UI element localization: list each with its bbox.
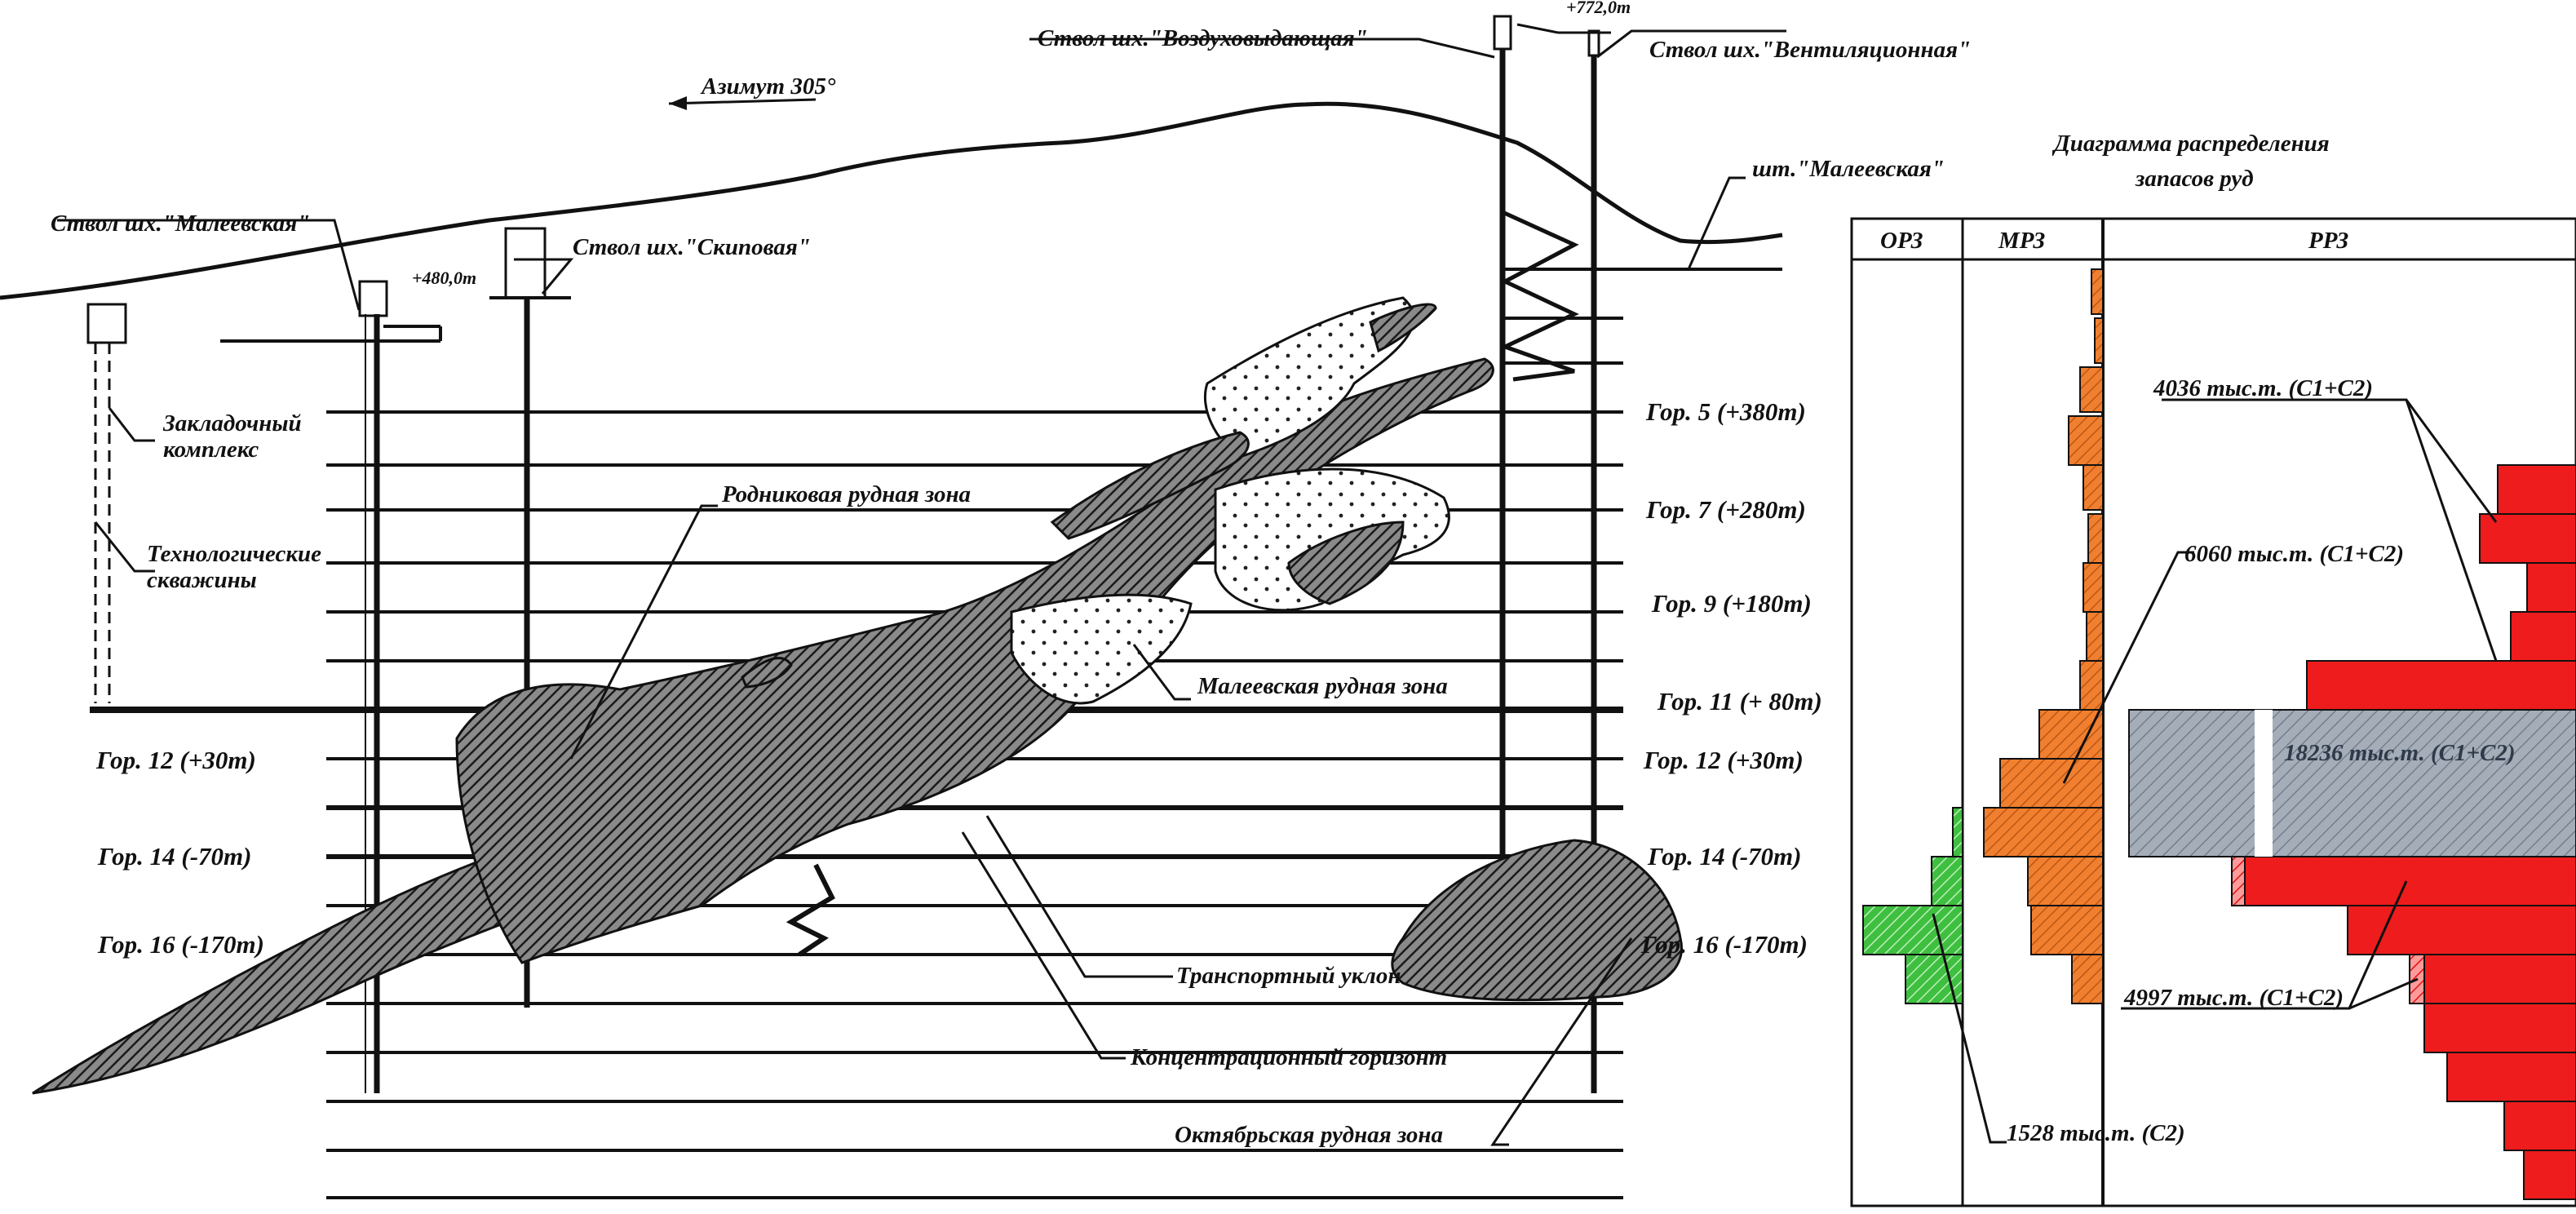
rrz-bar xyxy=(2446,1052,2576,1102)
shaft-ventilation-label: Ствол шх."Вентиляционная" xyxy=(1649,37,1971,63)
zone-oktyabrskaya-label: Октябрьская рудная зона xyxy=(1175,1122,1443,1148)
zone-rodnikovaya-label: Родниковая рудная зона xyxy=(721,481,971,507)
rrz-bar xyxy=(2497,464,2576,515)
section-drawing: Азимут 305° +772,0m +480,0m Ствол шх."Во… xyxy=(0,0,1971,1199)
orz-bar xyxy=(1931,856,1963,906)
reserves-diagram: Диаграмма распределения запасов руд ОРЗ … xyxy=(1850,131,2576,1207)
backfill-label-line1: Закладочный xyxy=(162,410,302,436)
annotation-1528: 1528 тыс.т. (С2) xyxy=(2007,1120,2185,1146)
mrz-bar xyxy=(2094,317,2104,364)
column-header-rrz: РРЗ xyxy=(2308,228,2348,254)
wells-label-line1: Технологические xyxy=(147,541,321,567)
mrz-bar xyxy=(2087,513,2104,564)
mrz-bar xyxy=(2027,856,2104,906)
annotation-4036: 4036 тыс.т. (С1+С2) xyxy=(2153,375,2373,401)
level-label-right: Гор. 9 (+180m) xyxy=(1651,589,1812,618)
mrz-bar xyxy=(1999,758,2104,809)
level-label-left: Гор. 12 (+30m) xyxy=(95,746,256,774)
adit-maleevskaya-label: шт."Малеевская" xyxy=(1752,156,1945,182)
rrz-bar xyxy=(2347,905,2576,955)
rrz-bar xyxy=(2423,1003,2576,1053)
level-label-right: Гор. 5 (+380m) xyxy=(1645,397,1806,426)
azimuth-label: Азимут 305° xyxy=(700,73,836,100)
column-header-orz: ОРЗ xyxy=(1880,228,1923,254)
transport-incline-zigzag xyxy=(786,863,835,957)
backfill-label-line2: комплекс xyxy=(163,436,259,463)
orz-bar xyxy=(1952,807,1963,857)
diagram-title-line2: запасов руд xyxy=(2135,166,2254,192)
level-label-right: Гор. 12 (+30m) xyxy=(1643,746,1804,774)
zone-concentration-label: Концентрационный горизонт xyxy=(1130,1044,1447,1070)
mrz-bar xyxy=(2091,268,2104,315)
mrz-bar xyxy=(2038,709,2104,760)
mrz-bar xyxy=(1983,807,2104,857)
orz-bars xyxy=(1862,807,1963,1004)
zone-transport-label: Транспортный уклон xyxy=(1176,963,1401,989)
elevation-mid-label: +480,0m xyxy=(412,268,476,288)
level-label-right: Гор. 7 (+280m) xyxy=(1645,495,1806,524)
shaft-air-out xyxy=(1493,15,1579,858)
mrz-bar xyxy=(2082,464,2104,511)
mrz-bar xyxy=(2079,366,2104,413)
orz-bar xyxy=(1862,905,1963,955)
annotation-18236: 18236 тыс.т. (С1+С2) xyxy=(2284,740,2516,766)
rrz-bar xyxy=(2510,611,2576,662)
rrz-bar xyxy=(2419,954,2576,1004)
annotation-6060: 6060 тыс.т. (С1+С2) xyxy=(2184,541,2404,567)
rrz-bar xyxy=(2526,562,2576,613)
mrz-bar xyxy=(2071,954,2104,1004)
rrz-bar xyxy=(2523,1150,2576,1200)
level-label-right: Гор. 11 (+ 80m) xyxy=(1657,687,1822,716)
annotation-4997: 4997 тыс.т. (С1+С2) xyxy=(2123,985,2344,1011)
level-label-right: Гор. 14 (-70m) xyxy=(1647,842,1801,871)
rrz-bar xyxy=(2503,1101,2576,1151)
rrz-bar xyxy=(2244,856,2576,906)
wells-label-line2: скважины xyxy=(147,567,257,593)
level-label-left: Гор. 16 (-170m) xyxy=(97,930,264,959)
rrz-bar-main xyxy=(2128,709,2576,857)
elevation-top-label: +772,0m xyxy=(1566,0,1631,17)
level-label-left: Гор. 14 (-70m) xyxy=(97,842,251,871)
rrz-bar xyxy=(2306,660,2576,711)
column-header-mrz: МРЗ xyxy=(1998,228,2046,254)
mrz-bar xyxy=(2068,415,2104,466)
mrz-bar xyxy=(2086,611,2104,662)
zone-maleevskaya-label: Малеевская рудная зона xyxy=(1197,673,1448,699)
backfill-complex-building xyxy=(86,303,127,344)
shaft-maleevskaya-label: Ствол шх."Малеевская" xyxy=(51,210,310,237)
diagram-title-line1: Диаграмма распределения xyxy=(2052,131,2330,157)
shaft-air-out-label: Ствол шх."Воздуховыдающая" xyxy=(1038,25,1368,51)
level-label-right: Гор. 16 (-170m) xyxy=(1640,930,1808,959)
ore-bodies xyxy=(32,296,1683,1095)
mrz-bars xyxy=(1983,268,2104,1004)
mrz-bar xyxy=(2030,905,2104,955)
mrz-bar xyxy=(2082,562,2104,613)
shaft-skip-label: Ствол шх."Скиповая" xyxy=(573,234,811,260)
azimuth-arrow xyxy=(668,96,817,110)
rrz-bars xyxy=(2128,464,2576,1200)
mrz-bar xyxy=(2079,660,2104,711)
